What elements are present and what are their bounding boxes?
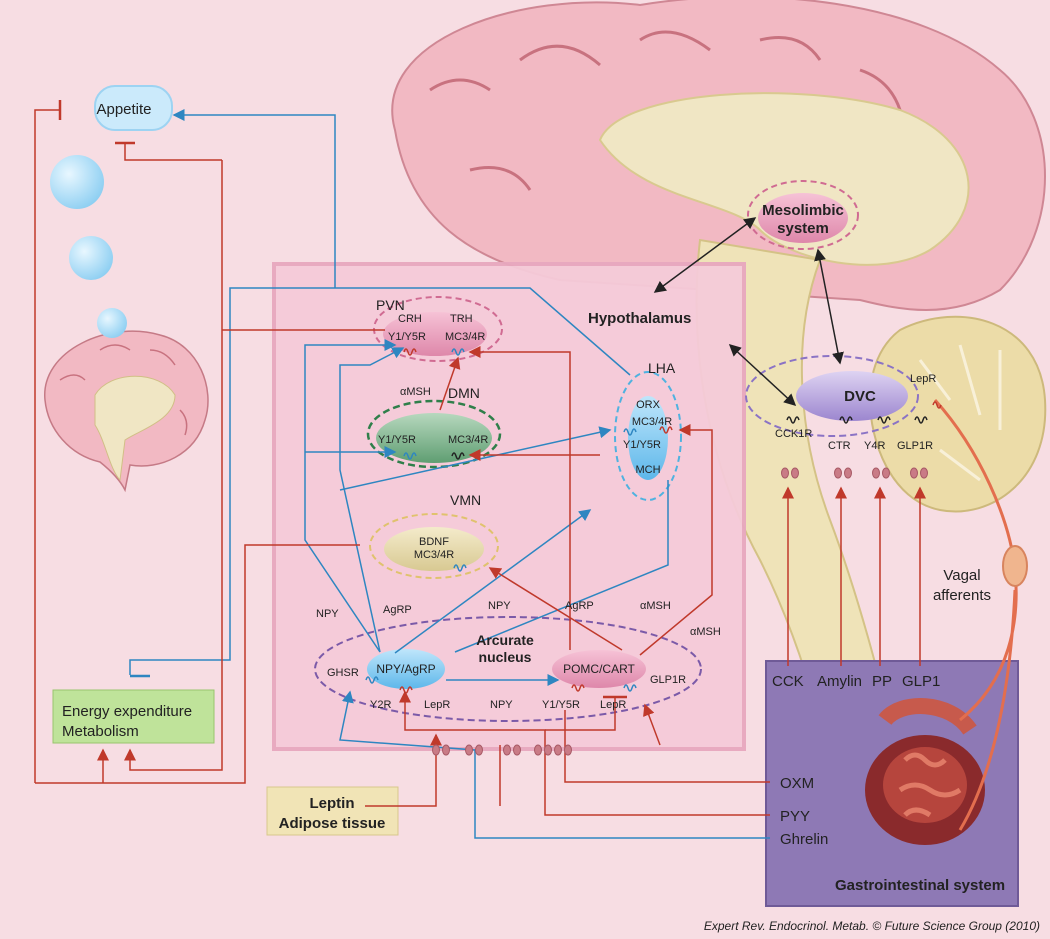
vmn-bdnf: BDNF	[419, 536, 449, 548]
gi-hormone-pp: PP	[872, 673, 892, 690]
appetite-label: Appetite	[96, 101, 151, 118]
path-label-npy: NPY	[488, 600, 511, 612]
small-brain-illustration	[44, 330, 209, 493]
mesolimbic-outline	[747, 180, 859, 250]
vagal-ganglion	[1002, 545, 1028, 587]
thought-bubble	[50, 155, 104, 209]
receptor-glyphs	[365, 348, 942, 694]
dmn-label: DMN	[448, 385, 480, 401]
pomc-cart-label: POMC/CART	[563, 662, 635, 676]
arcuate-outline	[314, 616, 702, 722]
path-label-amsh: αMSH	[690, 626, 721, 638]
leptin-label-line2: Adipose tissue	[279, 815, 386, 832]
path-label-npy: NPY	[316, 608, 339, 620]
gi-tract-illustration	[865, 698, 985, 845]
pomc-cart-cell	[552, 650, 646, 688]
black-arrows	[653, 217, 844, 407]
energy-label-line2: Metabolism	[62, 723, 139, 740]
gi-ghrelin-label: Ghrelin	[780, 831, 828, 848]
gi-title: Gastrointestinal system	[835, 877, 1005, 894]
arcuate-y2r: Y2R	[370, 699, 391, 711]
lha-y1y5r: Y1/Y5R	[623, 439, 661, 451]
vmn-outline	[369, 513, 499, 579]
vessel-dots	[432, 467, 928, 756]
leptin-label-line1: Leptin	[310, 795, 355, 812]
mesolimbic-label-line2: system	[777, 220, 829, 237]
pvn-trh: TRH	[450, 313, 473, 325]
dmn-cell	[376, 413, 492, 463]
vmn-mc34r: MC3/4R	[414, 549, 454, 561]
gi-oxm-label: OXM	[780, 775, 814, 792]
arcuate-npy: NPY	[490, 699, 513, 711]
dvc-label: DVC	[844, 388, 876, 405]
credit-text: Expert Rev. Endocrinol. Metab. © Future …	[704, 919, 1040, 933]
lha-label: LHA	[648, 360, 676, 376]
npy-agrp-label: NPY/AgRP	[376, 662, 435, 676]
lha-mc34r: MC3/4R	[632, 416, 672, 428]
vmn-label: VMN	[450, 492, 481, 508]
mesolimbic-label-line1: Mesolimbic	[762, 202, 844, 219]
pvn-label: PVN	[376, 297, 405, 313]
arcuate-y1y5r: Y1/Y5R	[542, 699, 580, 711]
gi-hormone-glp1: GLP1	[902, 673, 940, 690]
mesolimbic-cell	[758, 193, 848, 243]
leptin-box	[266, 786, 399, 836]
vagal-label-line1: Vagal	[943, 567, 980, 584]
dvc-cell	[796, 371, 908, 421]
arcuate-lepr1: LepR	[424, 699, 450, 711]
arcuate-label-line1: Arcurate	[476, 632, 534, 648]
pvn-mc34r: MC3/4R	[445, 331, 485, 343]
pvn-crh: CRH	[398, 313, 422, 325]
dvc-receptor-ctr: CTR	[828, 440, 851, 452]
path-label-amsh: αMSH	[640, 600, 671, 612]
gi-hormone-amylin: Amylin	[817, 673, 862, 690]
gi-hormone-cck: CCK	[772, 673, 804, 690]
dmn-amsh: αMSH	[400, 386, 431, 398]
dvc-receptor-cck1r: CCK1R	[775, 428, 812, 440]
pvn-cell	[383, 312, 487, 356]
lha-outline	[614, 371, 682, 501]
brain-illustration	[391, 0, 1047, 761]
path-label-agrp: AgRP	[383, 604, 412, 616]
gi-pyy-label: PYY	[780, 808, 810, 825]
lha-cell	[628, 396, 668, 480]
vagal-label-line2: afferents	[933, 587, 991, 604]
dmn-mc34r: MC3/4R	[448, 434, 488, 446]
hypothalamus-label: Hypothalamus	[588, 310, 691, 327]
dvc-lepr-label: LepR	[910, 373, 936, 385]
lha-mch: MCH	[635, 464, 660, 476]
thought-bubble	[69, 236, 113, 280]
dvc-receptor-glp1r: GLP1R	[897, 440, 933, 452]
pvn-outline	[373, 296, 503, 362]
dvc-receptor-y4r: Y4R	[864, 440, 885, 452]
energy-label-line1: Energy expenditure	[62, 703, 192, 720]
arcuate-lepr2: LepR	[600, 699, 626, 711]
pvn-y1y5r: Y1/Y5R	[388, 331, 426, 343]
arcuate-glp1r: GLP1R	[650, 674, 686, 686]
path-label-agrp: AgRP	[565, 600, 594, 612]
npy-agrp-cell	[367, 649, 445, 689]
thought-bubble	[97, 308, 127, 338]
arcuate-label-line2: nucleus	[479, 649, 532, 665]
energy-box	[52, 689, 215, 744]
dmn-outline	[366, 399, 502, 469]
lha-orx: ORX	[636, 399, 661, 411]
arcuate-ghsr: GHSR	[327, 667, 359, 679]
appetite-box	[94, 85, 173, 131]
dmn-y1y5r: Y1/Y5R	[378, 434, 416, 446]
vmn-cell	[384, 527, 484, 571]
